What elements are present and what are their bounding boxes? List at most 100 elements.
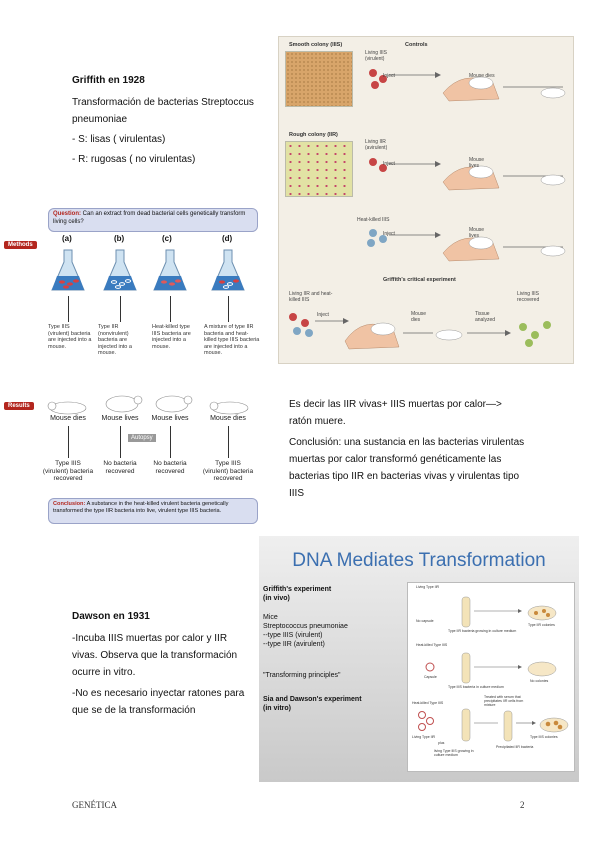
griffith-bullet-s: - S: lisas ( virulentas) — [72, 134, 166, 145]
panel-iir-colonies: Type IIR colonies — [528, 623, 555, 627]
tissue-analyzed-label: Tissue analyzed — [475, 311, 496, 323]
arrow-d-1 — [228, 296, 229, 322]
rough-colony-plate — [285, 141, 353, 197]
panel-growing: Type IIR bacteria growing in culture med… — [448, 629, 517, 633]
slide-principles: "Transforming principles" — [263, 672, 341, 679]
description-a: Type IIIS (virulent) bacteria are inject… — [48, 324, 92, 350]
griffith-heading: Griffith en 1928 — [72, 75, 145, 86]
conclusion-text: A substance in the heat-killed virulent … — [53, 501, 229, 514]
critical-experiment-illustration — [289, 313, 551, 350]
slide-sia-sub: (in vitro) — [263, 705, 291, 712]
flask-b — [103, 249, 137, 291]
slide-diagram-illustration — [418, 596, 569, 742]
footer-page-number: 2 — [520, 800, 525, 810]
mouse-lives-label-1: Mouse lives — [469, 157, 485, 169]
question-label: Question: — [53, 211, 81, 217]
living-iir-label: Living IIR (avirulent) — [365, 139, 388, 151]
inject-label-3: Inject — [383, 231, 395, 237]
footer-subject: GENÉTICA — [72, 800, 117, 810]
arrow-b-2 — [120, 426, 121, 458]
slide-mice: Mice — [263, 614, 278, 621]
controls-label: Controls — [405, 42, 428, 48]
panel-iiis-medium: Type IIIS bacteria in culture medium — [448, 685, 504, 689]
question-box: Question: Can an extract from dead bacte… — [48, 208, 258, 232]
rough-colony-label: Rough colony (IIR) — [289, 132, 338, 138]
slide-type-iir: --type IIR (avirulent) — [263, 641, 325, 648]
explanation-line-3: Conclusión: una sustancia en las bacteri… — [289, 437, 525, 448]
panel-heat-killed: Heat-killed Type IIIS — [416, 643, 448, 647]
panel-no-capsule: No capsule — [416, 619, 434, 623]
methods-tag: Methods — [4, 241, 37, 249]
arrow-c-2 — [170, 426, 171, 458]
arrow-a-2 — [68, 426, 69, 458]
conclusion-box: Conclusion: A substance in the heat-kill… — [48, 498, 258, 524]
column-d-label: (d) — [222, 234, 233, 243]
dawson-line-2: vivas. Observa que la transformación — [72, 650, 238, 661]
explanation-line-5: bacterias tipo IIR en bacterias vivas y … — [289, 471, 520, 482]
slide-griffith-title: Griffith's experiment — [263, 586, 332, 593]
column-a-label: (a) — [62, 234, 72, 243]
outcome-d: Mouse dies — [210, 415, 246, 422]
dawson-line-1: -Incuba IIIS muertas por calor y IIR — [72, 633, 228, 644]
outcome-a: Mouse dies — [50, 415, 86, 422]
description-d: A mixture of type IIR bacteria and heat-… — [204, 324, 260, 357]
smooth-colony-label: Smooth colony (IIIS) — [289, 42, 343, 48]
explanation-line-4: muertas por calor transformó genéticamen… — [289, 454, 502, 465]
dawson-line-4: -No es necesario inyectar ratones para — [72, 688, 245, 699]
results-tag: Results — [4, 402, 34, 410]
panel-living-iir: Living Type IIR — [416, 585, 440, 589]
recovered-d: Type IIIS (virulent) bacteria recovered — [202, 460, 254, 482]
arrow-c-1 — [170, 296, 171, 322]
living-iiis-recovered-label: Living IIIS recovered — [517, 291, 540, 303]
inject-label-1: Inject — [383, 73, 395, 79]
dawson-line-5: que se de la transformación — [72, 705, 196, 716]
slide-griffith-sub: (in vivo) — [263, 595, 290, 602]
griffith-line-1: Transformación de bacterias Streptoccus — [72, 97, 254, 108]
column-b-label: (b) — [114, 234, 125, 243]
panel-plus: plus — [438, 741, 445, 745]
slide-title: DNA Mediates Transformation — [292, 550, 546, 571]
row2-injection-illustration — [369, 158, 566, 191]
critical-experiment-label: Griffith's critical experiment — [383, 277, 456, 283]
arrow-a-1 — [68, 296, 69, 322]
column-c-label: (c) — [162, 234, 172, 243]
description-b: Type IIR (nonvirulent) bacteria are inje… — [98, 324, 132, 357]
explanation-line-1: Es decir las IIR vivas+ IIIS muertas por… — [289, 399, 502, 410]
living-mix-label: Living IIR and heat-killed IIIS — [289, 291, 333, 303]
panel-heat-killed-2: Heat-killed Type IIIS — [412, 701, 444, 705]
panel-precipitated: Precipitated IIR bacteria — [496, 745, 534, 749]
mouse-lives-label-2: Mouse lives — [469, 227, 485, 239]
dna-transformation-slide: DNA Mediates Transformation Griffith's e… — [259, 536, 579, 782]
panel-no-colonies: No colonies — [530, 679, 549, 683]
question-text: Can an extract from dead bacterial cells… — [53, 211, 246, 225]
heat-killed-label: Heat-killed IIIS — [357, 217, 390, 223]
mouse-dies-label-1: Mouse dies — [469, 73, 495, 79]
flask-d — [211, 249, 245, 291]
explanation-line-6: IIIS — [289, 488, 305, 499]
recovered-a: Type IIIS (virulent) bacteria recovered — [42, 460, 94, 482]
slide-species: Streptococcus pneumoniae — [263, 623, 348, 630]
panel-living-iiis: living Type IIIS growing in culture medi… — [434, 749, 474, 757]
slide-type-iiis: --type IIIS (virulent) — [263, 632, 323, 639]
flask-c — [153, 249, 187, 291]
smooth-colony-plate — [285, 51, 353, 107]
slide-diagram-panel: Living Type IIR No capsule Type IIR bact… — [407, 582, 575, 772]
panel-living-iir-2: Living Type IIR — [412, 735, 436, 739]
griffith-line-2: pneumoniae — [72, 114, 128, 125]
dawson-heading: Dawson en 1931 — [72, 611, 150, 622]
dawson-line-3: ocurre in vitro. — [72, 667, 136, 678]
inject-label-4: Inject — [317, 312, 329, 318]
row1-injection-illustration — [369, 69, 566, 102]
inject-label-2: Inject — [383, 161, 395, 167]
conclusion-label: Conclusion: — [53, 501, 86, 507]
panel-capsule: Capsule — [424, 675, 437, 679]
row3-injection-illustration — [367, 229, 566, 262]
outcome-b: Mouse lives — [101, 415, 139, 422]
arrow-d-2 — [228, 426, 229, 458]
panel-iiis-colonies: Type IIIS colonies — [530, 735, 558, 739]
griffith-experiment-figure: Question: Can an extract from dead bacte… — [4, 208, 260, 524]
outcome-c: Mouse lives — [151, 415, 189, 422]
autopsy-label: Autopsy — [128, 434, 156, 442]
mouse-dies-label-2: Mouse dies — [411, 311, 427, 323]
recovered-c: No bacteria recovered — [153, 460, 187, 475]
